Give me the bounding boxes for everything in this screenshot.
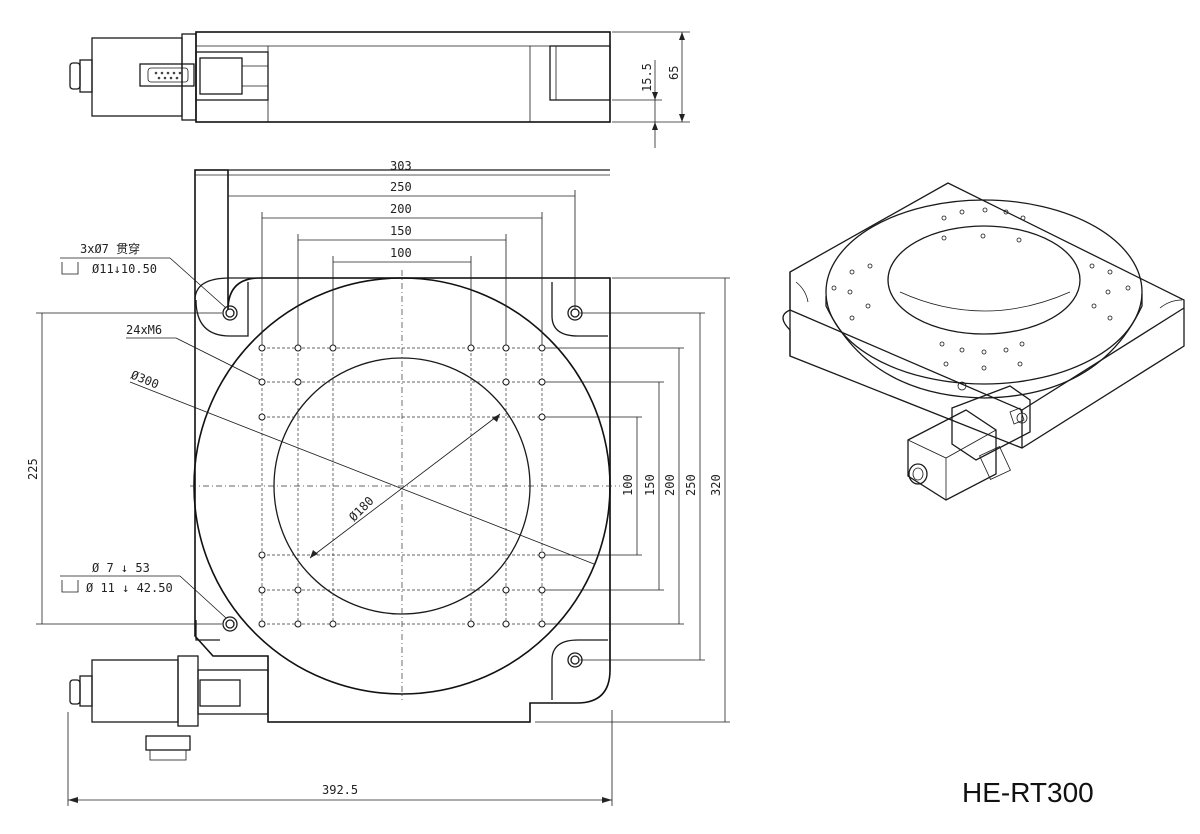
dim-overall: 392.5 bbox=[322, 783, 358, 797]
isometric-view bbox=[782, 182, 1185, 501]
dim-200-h: 200 bbox=[390, 202, 412, 216]
dim-225: 225 bbox=[26, 458, 40, 480]
dim-100-v: 100 bbox=[621, 474, 635, 496]
dim-250-v: 250 bbox=[684, 474, 698, 496]
callout-inner-dia: Ø180 bbox=[346, 494, 376, 524]
callout-through-line2: Ø11↓10.50 bbox=[92, 262, 157, 276]
dim-step: 15.5 bbox=[640, 63, 654, 92]
dim-303: 303 bbox=[390, 159, 412, 173]
product-title: HE-RT300 bbox=[962, 777, 1094, 808]
dim-200-v: 200 bbox=[663, 474, 677, 496]
side-view: 65 15.5 bbox=[69, 31, 690, 148]
callout-counterbore-line1: Ø 7 ↓ 53 bbox=[92, 561, 150, 575]
connector-pins bbox=[154, 71, 182, 80]
dim-100-h: 100 bbox=[390, 246, 412, 260]
through-holes bbox=[222, 305, 583, 668]
callout-tapped: 24xM6 bbox=[126, 323, 162, 337]
callout-counterbore-line2: Ø 11 ↓ 42.50 bbox=[86, 581, 173, 595]
dim-150-h: 150 bbox=[390, 224, 412, 238]
dim-250-h: 250 bbox=[390, 180, 412, 194]
dim-height: 65 bbox=[667, 66, 681, 80]
top-view: 303 250 200 150 100 100 150 200 250 320 … bbox=[26, 159, 730, 806]
dim-150-v: 150 bbox=[643, 474, 657, 496]
dim-320-v: 320 bbox=[709, 474, 723, 496]
tapped-holes bbox=[258, 344, 546, 628]
callout-through-line1: 3xØ7 贯穿 bbox=[80, 241, 140, 256]
ring-holes bbox=[831, 207, 1131, 391]
